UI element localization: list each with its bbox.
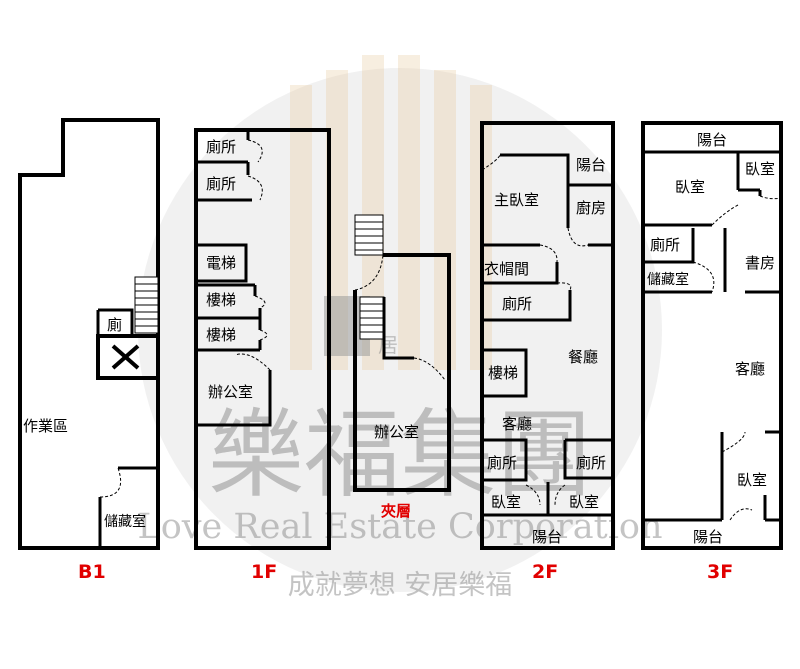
- 1f-stairs-1-wall: [196, 283, 262, 320]
- 1f-toilet-2-wall: [196, 162, 252, 202]
- 2f-stairs-label: 樓梯: [488, 364, 518, 382]
- b1-void-box: [96, 334, 160, 380]
- 2f-toilet-left-label: 廁所: [487, 454, 517, 472]
- 2f-bedroom-right-label: 臥室: [569, 493, 599, 511]
- b1-storage-door: [99, 467, 122, 498]
- 1f-office-label: 辦公室: [208, 383, 253, 401]
- 2f-floor-label: 2F: [532, 561, 558, 583]
- 2f-balcony-bottom-label: 陽台: [532, 528, 562, 546]
- 2f-master-door: [481, 154, 501, 171]
- 1f-floor-label: 1F: [251, 561, 277, 583]
- 3f-bedroom-bottom-label: 臥室: [737, 471, 767, 489]
- 3f-bedroom-right-wall: [738, 188, 762, 196]
- mezz-stair-wall: [382, 297, 414, 360]
- 3f-bedroom-bottom-wall: [720, 430, 781, 520]
- 2f-bedroom-right-door: [554, 484, 566, 506]
- 3f-toilet-label: 廁所: [650, 236, 680, 254]
- 1f-stairs-2-label: 樓梯: [206, 326, 236, 344]
- mezz-entry-door: [354, 254, 384, 291]
- 2f-dining-label: 餐廳: [568, 348, 598, 366]
- mezz-stairs-top: [354, 214, 384, 256]
- floor-2f: 主臥室 陽台 廚房 衣帽間 廁所 樓梯 餐廳 客廳 廁所 廁所 臥室 臥室 陽台…: [480, 121, 615, 583]
- b1-storage-label: 儲藏室: [104, 513, 146, 530]
- 3f-outer-wall: [641, 121, 783, 550]
- b1-work-area-label: 作業區: [23, 417, 68, 435]
- 2f-master-bedroom-label: 主臥室: [494, 191, 539, 209]
- 2f-closet-door: [539, 244, 558, 263]
- 3f-storage-door: [692, 261, 715, 293]
- 2f-bedroom-divider: [482, 482, 613, 517]
- 3f-living-label: 客廳: [735, 360, 765, 378]
- 3f-balcony-door: [729, 508, 753, 521]
- 1f-stairs-1-door: [254, 295, 266, 309]
- 3f-study-wall: [723, 228, 781, 294]
- 2f-living-label: 客廳: [502, 415, 532, 433]
- 2f-balcony-top-label: 陽台: [576, 156, 606, 174]
- 3f-balcony-bottom-label: 陽台: [693, 528, 723, 546]
- mezz-office-door: [413, 357, 446, 381]
- 3f-bedroom-bottom-door: [721, 431, 746, 453]
- 1f-stairs-2-wall: [196, 318, 262, 352]
- b1-stairs: [134, 276, 159, 334]
- 1f-outer-wall: [194, 128, 331, 550]
- 1f-toilet-1-wall: [196, 130, 250, 164]
- 2f-toilet-mid-door: [556, 282, 572, 291]
- mezz-floor-label: 夾層: [381, 502, 411, 520]
- b1-outer-wall: [18, 118, 160, 550]
- 3f-bedroom-right-label: 臥室: [745, 160, 775, 178]
- 3f-storage-label: 儲藏室: [647, 271, 689, 288]
- 1f-stairs-2-door: [259, 329, 268, 341]
- watermark-brand: 樂福集團: [208, 399, 592, 511]
- 1f-toilet-2-door: [247, 175, 263, 201]
- b1-toilet-label: 廁: [107, 316, 122, 334]
- watermark: 居 樂福集團 Love Real Estate Corporation 成就夢想…: [137, 55, 663, 601]
- 3f-study-label: 書房: [745, 254, 775, 272]
- 3f-bedroom-right-door: [759, 195, 782, 200]
- 3f-balcony-top-label: 陽台: [697, 131, 727, 149]
- 1f-toilet-2-label: 廁所: [206, 175, 236, 193]
- 2f-toilet-right-wall: [563, 438, 613, 480]
- mezz-office-label: 辦公室: [374, 423, 419, 441]
- 1f-stairs-1-label: 樓梯: [206, 291, 236, 309]
- 2f-kitchen-label: 廚房: [576, 199, 606, 217]
- 2f-toilet-left-wall: [482, 438, 528, 482]
- 2f-toilet-right-label: 廁所: [576, 454, 606, 472]
- 2f-toilet-mid-wall: [482, 290, 572, 322]
- 2f-outer-wall: [480, 121, 615, 550]
- mezz-outer-wall: [353, 253, 451, 492]
- 2f-bedroom-left-label: 臥室: [491, 493, 521, 511]
- 3f-bedroom-left-wall: [643, 152, 740, 227]
- b1-void-cross-2: [111, 344, 140, 370]
- 1f-elevator-label: 電梯: [206, 254, 236, 272]
- 2f-stairs-wall: [480, 348, 528, 398]
- 1f-elevator-wall: [194, 243, 248, 283]
- 1f-office-door: [234, 353, 271, 371]
- floor-1f: 廁所 廁所 電梯 樓梯 樓梯 辦公室 1F: [194, 128, 331, 583]
- 2f-bedroom-left-door: [525, 484, 541, 506]
- b1-toilet-wall: [98, 308, 134, 336]
- 2f-closet-label: 衣帽間: [484, 260, 529, 278]
- watermark-circle: [138, 68, 662, 592]
- 2f-toilet-mid-label: 廁所: [502, 295, 532, 313]
- watermark-slogan: 成就夢想 安居樂福: [288, 570, 513, 601]
- 1f-toilet-1-label: 廁所: [206, 138, 236, 156]
- floor-b1: 廁 作業區 儲藏室 B1: [18, 118, 160, 583]
- mezz-stairs-inner: [359, 296, 385, 340]
- 3f-floor-label: 3F: [707, 561, 733, 583]
- 1f-office-wall: [196, 370, 272, 427]
- floor-3f: 陽台 臥室 臥室 廁所 儲藏室 書房 客廳 臥室 陽台 3F: [641, 121, 783, 583]
- 3f-bedroom-left-label: 臥室: [675, 178, 705, 196]
- floor-mezzanine: 辦公室 夾層: [353, 214, 451, 520]
- 1f-toilet-1-door: [247, 139, 263, 163]
- 2f-kitchen-door: [567, 227, 589, 247]
- 3f-bedroom-left-door: [711, 204, 739, 226]
- b1-storage-wall: [98, 466, 158, 548]
- 2f-master-wall: [482, 153, 570, 247]
- b1-floor-label: B1: [78, 561, 106, 583]
